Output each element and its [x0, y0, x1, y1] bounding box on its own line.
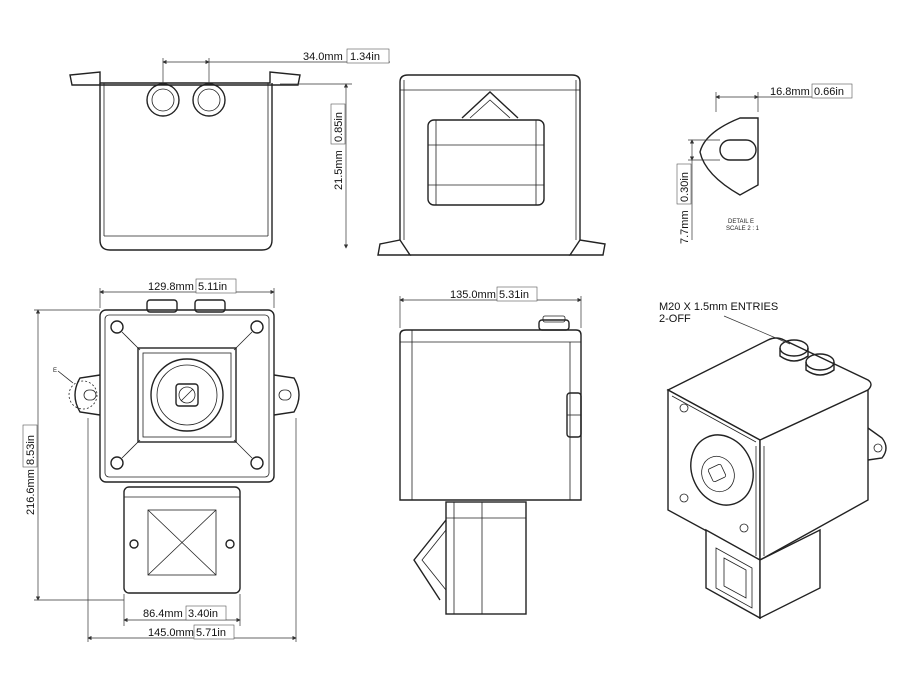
- front-view: E: [53, 299, 300, 594]
- callout-line2: 2-OFF: [659, 313, 691, 325]
- isometric-view: [666, 337, 887, 620]
- dim-detail-width-mm: 16.8mm: [770, 86, 810, 98]
- dim-top-height: 21.5mm 0.85in: [280, 83, 352, 249]
- dim-front-width-mm: 129.8mm: [148, 281, 194, 293]
- dim-overall-height: 216.6mm 8.53in: [22, 309, 124, 601]
- dim-sounder-width: 86.4mm 3.40in: [123, 594, 241, 626]
- dim-front-width-in: 5.11in: [198, 281, 227, 293]
- dim-side-width-in: 5.31in: [499, 289, 529, 301]
- detail-scale: SCALE 2 : 1: [726, 226, 760, 232]
- dim-overall-height-mm: 216.6mm: [25, 469, 37, 515]
- callout-line1: M20 X 1.5mm ENTRIES: [659, 301, 778, 313]
- dim-sounder-width-mm: 86.4mm: [143, 608, 183, 620]
- dim-side-width: 135.0mm 5.31in: [399, 286, 582, 328]
- dim-top-entry-spacing-mm: 34.0mm: [303, 51, 343, 63]
- detail-e: DETAIL E SCALE 2 : 1: [699, 117, 760, 232]
- dim-top-entry-spacing-in: 1.34in: [350, 51, 380, 63]
- dim-overall-width: 145.0mm 5.71in: [87, 418, 297, 642]
- dim-detail-width: 16.8mm 0.66in: [715, 83, 853, 112]
- dim-top-height-mm: 21.5mm: [333, 150, 345, 190]
- dim-sounder-width-in: 3.40in: [188, 608, 218, 620]
- dim-overall-width-mm: 145.0mm: [148, 627, 194, 639]
- back-view: [377, 74, 606, 256]
- top-view: [69, 71, 301, 251]
- dim-top-height-in: 0.85in: [333, 112, 345, 142]
- dim-overall-height-in: 8.53in: [25, 435, 37, 465]
- detail-title: DETAIL E: [728, 219, 754, 225]
- dim-side-width-mm: 135.0mm: [450, 289, 496, 301]
- dim-detail-width-in: 0.66in: [814, 86, 844, 98]
- dim-front-width: 129.8mm 5.11in: [99, 278, 275, 308]
- dim-top-entry-spacing: 34.0mm 1.34in: [162, 48, 390, 84]
- dim-detail-height-mm: 7.7mm: [679, 210, 691, 244]
- entries-callout: M20 X 1.5mm ENTRIES 2-OFF: [659, 301, 791, 345]
- dim-overall-width-in: 5.71in: [196, 627, 226, 639]
- dim-detail-height-in: 0.30in: [679, 172, 691, 202]
- detail-marker: E: [53, 368, 57, 374]
- side-view: [399, 315, 582, 615]
- dim-detail-height: 7.7mm 0.30in: [676, 139, 720, 244]
